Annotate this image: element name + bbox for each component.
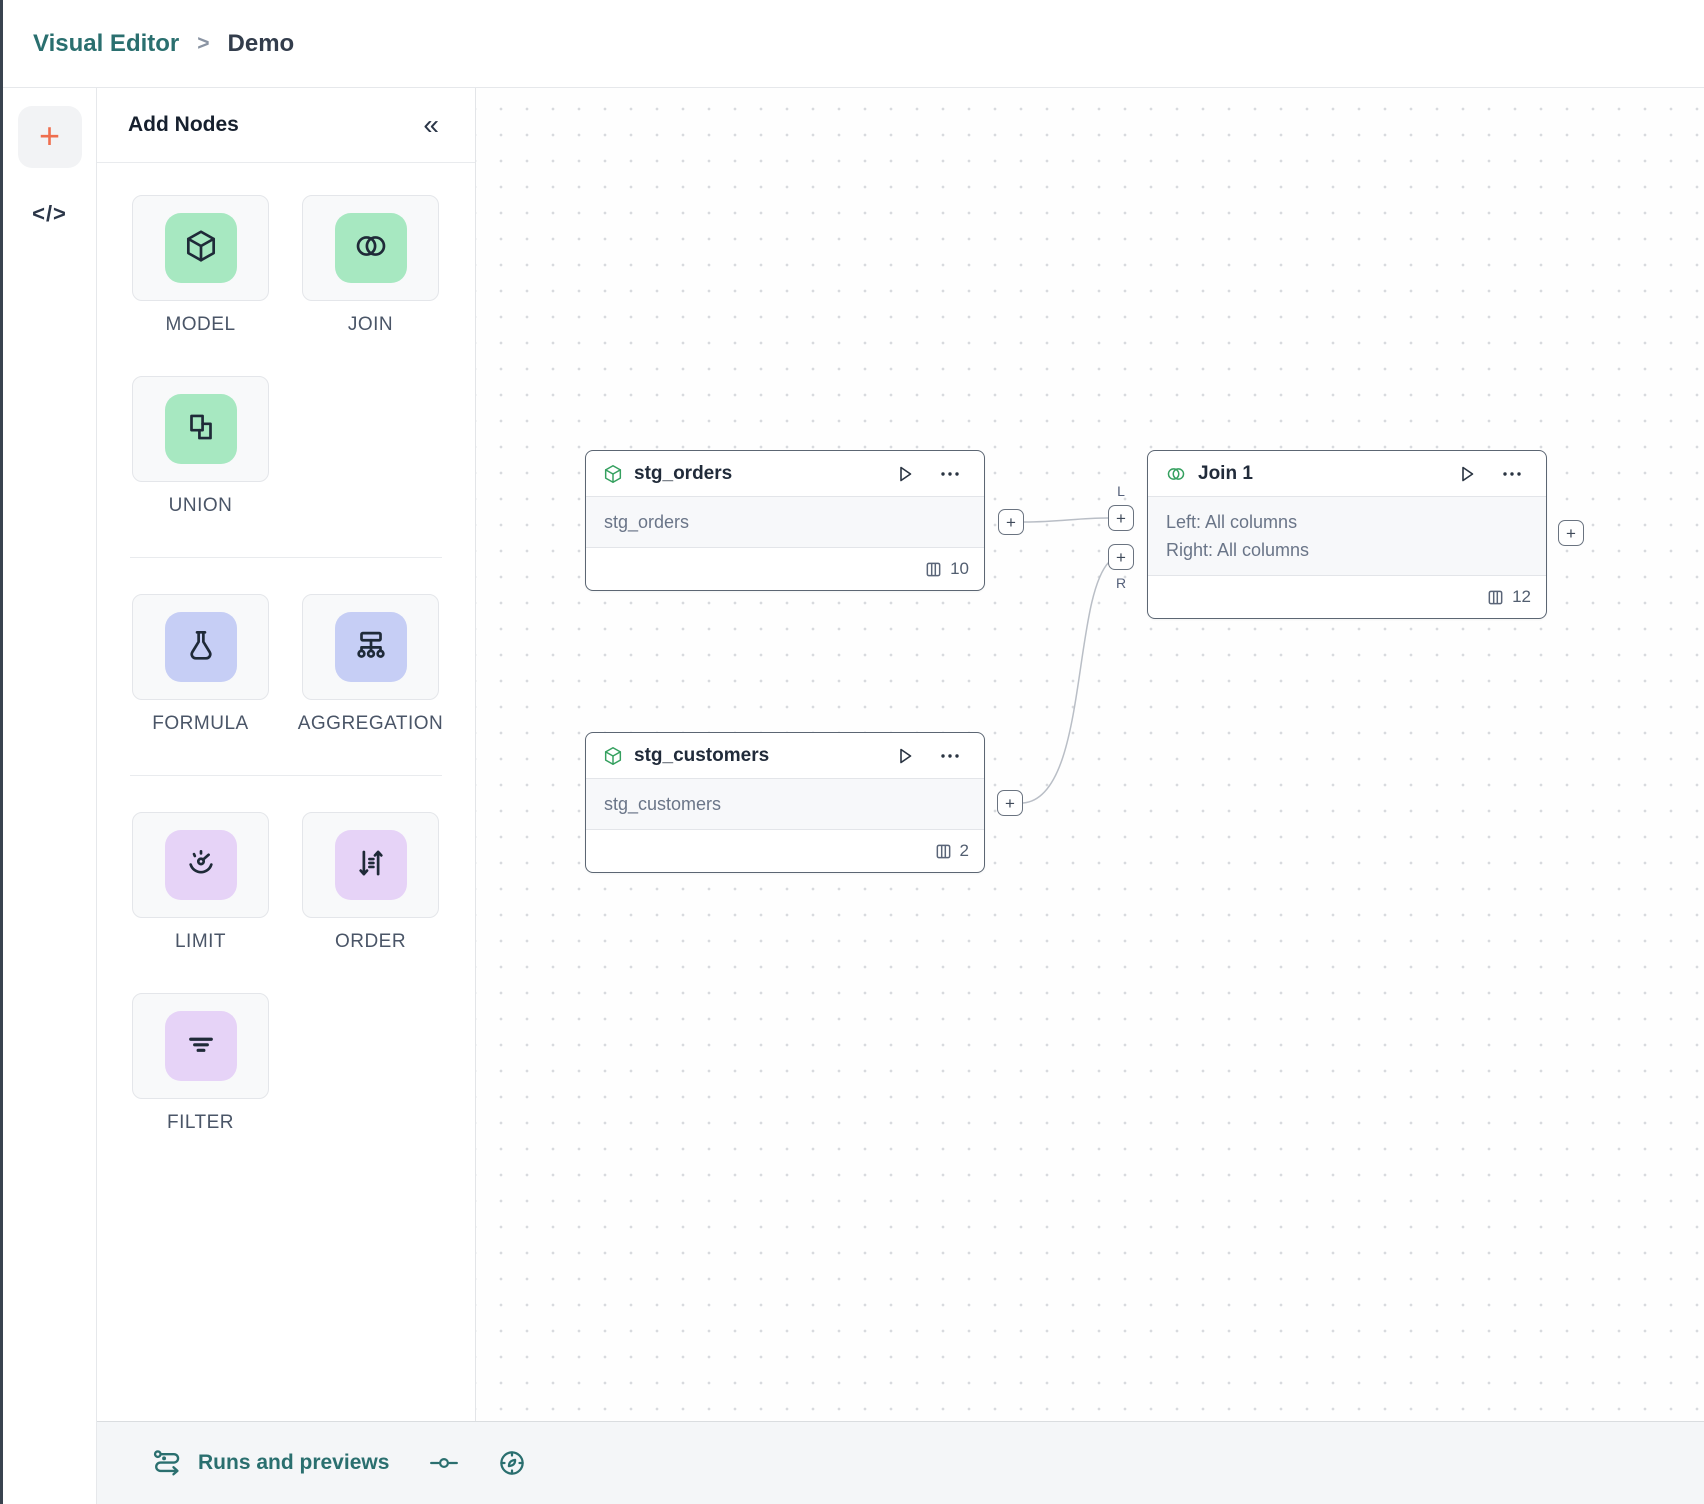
runs-and-previews-toggle[interactable]: Runs and previews [145, 1446, 395, 1481]
palette-item-aggregation[interactable]: AGGREGATION [298, 594, 443, 735]
run-node-button[interactable] [888, 743, 922, 769]
palette-body: MODEL JOIN UNION [97, 163, 475, 1134]
palette-item-join[interactable]: JOIN [302, 195, 439, 336]
panel-title: Add Nodes [128, 113, 239, 136]
pipeline-route-icon [151, 1447, 185, 1480]
column-count: 12 [1512, 587, 1531, 606]
cube-icon [182, 227, 220, 270]
palette-item-union[interactable]: UNION [132, 376, 269, 517]
add-nodes-panel: Add Nodes « MODEL JOIN [97, 88, 476, 1421]
port-join-output[interactable]: + [1558, 520, 1584, 546]
palette-group-divider [130, 775, 442, 776]
palette-item-label: JOIN [347, 314, 394, 335]
port-label-right: R [1115, 575, 1127, 591]
node-title: Join 1 [1198, 462, 1253, 484]
palette-row: UNION [97, 376, 475, 517]
palette-row: FORMULA AGGREGATION [97, 594, 475, 735]
collapse-panel-icon[interactable]: « [423, 109, 439, 140]
palette-row: FILTER [97, 993, 475, 1134]
column-count: 10 [950, 559, 969, 578]
port-stg-customers-output[interactable]: + [997, 790, 1023, 816]
node-footer: 2 [586, 830, 984, 872]
node-body: stg_orders [586, 497, 984, 548]
top-header: Visual Editor > Demo [3, 0, 1704, 88]
palette-item-label: LIMIT [174, 931, 227, 952]
run-node-button[interactable] [888, 461, 922, 487]
commit-node-icon[interactable] [425, 1448, 463, 1478]
breadcrumb-visual-editor[interactable]: Visual Editor [33, 29, 180, 57]
palette-item-label: ORDER [334, 931, 407, 952]
palette-item-limit[interactable]: LIMIT [132, 812, 269, 953]
sort-arrows-icon [352, 844, 390, 887]
palette-item-filter[interactable]: FILTER [132, 993, 269, 1134]
port-label-left: L [1117, 483, 1125, 499]
sitemap-icon [352, 626, 390, 669]
add-node-button[interactable]: + [17, 106, 82, 168]
model-cube-icon [604, 746, 622, 765]
runs-and-previews-label: Runs and previews [198, 1451, 390, 1474]
union-shapes-icon [182, 408, 220, 451]
node-header: Join 1 [1148, 451, 1546, 497]
node-stg-customers[interactable]: stg_customers stg_customers 2 [585, 732, 985, 873]
flask-icon [182, 626, 220, 669]
join-circles-icon [352, 227, 390, 270]
node-join-1[interactable]: Join 1 Left: All columns Right: All colu… [1147, 450, 1547, 619]
node-header: stg_orders [586, 451, 984, 497]
node-header: stg_customers [586, 733, 984, 779]
node-body: stg_customers [586, 779, 984, 830]
palette-item-order[interactable]: ORDER [302, 812, 439, 953]
node-source-name: stg_customers [604, 794, 722, 814]
breadcrumb-separator: > [197, 31, 210, 55]
node-body: Left: All columns Right: All columns [1148, 497, 1546, 576]
palette-item-label: FILTER [166, 1112, 235, 1133]
code-view-button[interactable]: </> [26, 200, 73, 228]
bottom-status-bar: Runs and previews [97, 1421, 1704, 1504]
palette-item-label: AGGREGATION [297, 713, 444, 734]
node-title: stg_orders [634, 462, 733, 484]
columns-icon [1488, 590, 1503, 604]
port-stg-orders-output[interactable]: + [998, 509, 1024, 535]
columns-icon [926, 562, 941, 576]
port-join-left-input[interactable]: + [1108, 505, 1134, 531]
compass-icon[interactable] [493, 1444, 531, 1482]
palette-item-model[interactable]: MODEL [132, 195, 269, 336]
node-menu-button[interactable] [932, 743, 968, 769]
node-footer: 12 [1148, 576, 1546, 618]
model-cube-icon [604, 464, 622, 483]
join-right-config: Right: All columns [1166, 540, 1310, 560]
filter-lines-icon [182, 1025, 220, 1068]
palette-group-divider [130, 557, 442, 558]
palette-item-label: UNION [168, 495, 233, 516]
add-nodes-panel-header: Add Nodes « [97, 88, 475, 163]
columns-icon [936, 844, 950, 858]
window-left-border [0, 0, 3, 1504]
node-menu-button[interactable] [1494, 461, 1530, 487]
palette-item-label: FORMULA [152, 713, 249, 734]
node-source-name: stg_orders [604, 512, 690, 532]
node-menu-button[interactable] [932, 461, 968, 487]
left-icon-rail: + </> [3, 88, 97, 1504]
palette-item-formula[interactable]: FORMULA [132, 594, 269, 735]
join-circles-icon [1167, 467, 1185, 480]
flow-canvas[interactable]: stg_orders stg_orders 10 Join 1 Left: Al… [476, 88, 1704, 1421]
palette-item-label: MODEL [165, 314, 236, 335]
breadcrumb-page-title: Demo [227, 29, 295, 57]
join-left-config: Left: All columns [1166, 512, 1298, 532]
run-node-button[interactable] [1450, 461, 1484, 487]
palette-row: MODEL JOIN [97, 195, 475, 336]
palette-row: LIMIT ORDER [97, 812, 475, 953]
node-stg-orders[interactable]: stg_orders stg_orders 10 [585, 450, 985, 591]
gauge-icon [182, 844, 220, 887]
node-footer: 10 [586, 548, 984, 590]
column-count: 2 [959, 841, 969, 860]
port-join-right-input[interactable]: + [1108, 544, 1134, 570]
node-title: stg_customers [634, 744, 770, 766]
